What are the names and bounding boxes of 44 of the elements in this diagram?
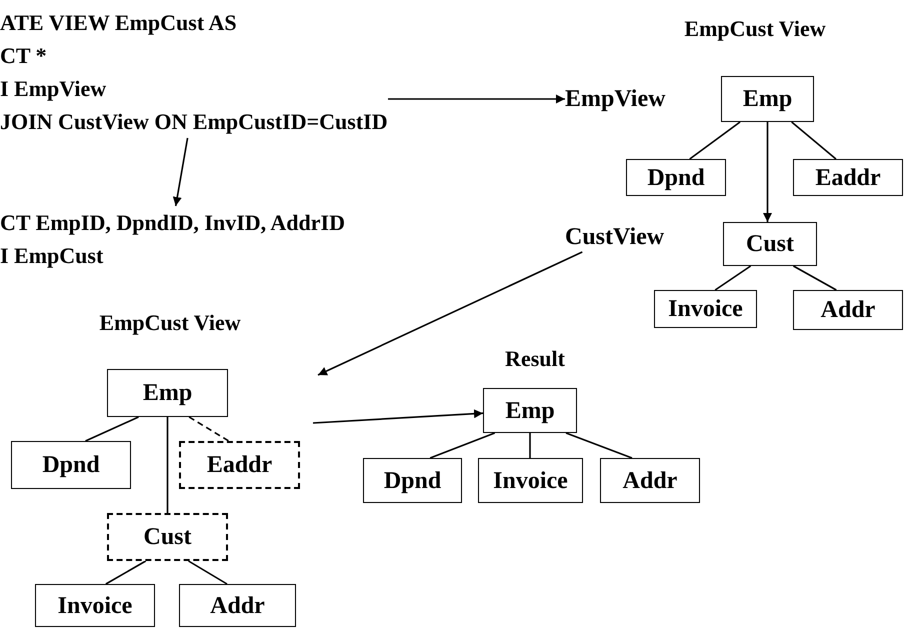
dashed-entity-box: Cust xyxy=(107,513,228,561)
view-title: EmpCust View xyxy=(684,15,826,43)
connector-line xyxy=(793,265,837,291)
connector-line xyxy=(166,417,168,513)
connector-line xyxy=(430,432,496,459)
connector-line xyxy=(714,265,752,291)
connector-line xyxy=(689,121,741,160)
entity-box: Emp xyxy=(483,388,577,433)
entity-box: Emp xyxy=(721,76,814,122)
entity-box: Addr xyxy=(793,290,903,330)
connector-line xyxy=(529,433,531,458)
connector-line xyxy=(188,560,228,585)
sql-line: I EmpView xyxy=(0,75,108,103)
view-title: Result xyxy=(505,345,565,373)
entity-box: Invoice xyxy=(35,584,155,627)
arrow xyxy=(763,122,772,222)
arrow xyxy=(172,138,188,206)
connector-line xyxy=(566,432,632,459)
entity-box: Addr xyxy=(179,584,296,627)
arrow xyxy=(388,94,565,104)
sql-line: ATE VIEW EmpCust AS xyxy=(0,9,238,37)
entity-box: Addr xyxy=(600,458,700,503)
view-title: EmpCust View xyxy=(99,309,241,337)
connector-line xyxy=(105,560,146,585)
connector-line xyxy=(188,416,230,442)
entity-box: Emp xyxy=(107,369,228,417)
view-name: EmpView xyxy=(565,84,666,114)
connector-line xyxy=(85,416,139,442)
arrow xyxy=(318,251,583,376)
entity-box: Dpnd xyxy=(11,441,131,489)
arrow xyxy=(312,409,484,424)
sql-line: JOIN CustView ON EmpCustID=CustID xyxy=(0,108,388,136)
sql-line: I EmpCust xyxy=(0,242,104,270)
entity-box: Eaddr xyxy=(793,159,903,196)
entity-box: Invoice xyxy=(478,458,583,503)
entity-box: Cust xyxy=(723,222,817,266)
connector-line xyxy=(791,121,836,160)
sql-line: CT EmpID, DpndID, InvID, AddrID xyxy=(0,209,345,237)
entity-box: Dpnd xyxy=(626,159,726,196)
sql-line: CT * xyxy=(0,42,48,70)
dashed-entity-box: Eaddr xyxy=(179,441,300,489)
entity-box: Invoice xyxy=(654,290,757,328)
view-name: CustView xyxy=(565,222,664,252)
entity-box: Dpnd xyxy=(363,458,462,503)
